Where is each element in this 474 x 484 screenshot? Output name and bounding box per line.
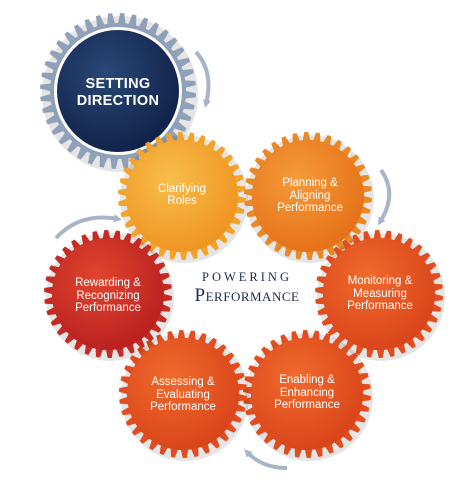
arrow-enabling-to-assessing <box>244 449 288 470</box>
gear-planning-aligning-body <box>252 140 364 252</box>
gear-rewarding-recognizing <box>44 230 174 361</box>
gear-planning-aligning <box>244 132 374 263</box>
gear-enabling-enhancing <box>243 330 373 461</box>
gear-rewarding-recognizing-body <box>52 238 164 350</box>
arrow-planning-to-monitoring <box>377 168 392 226</box>
setting-direction-line-1: SETTING <box>85 76 151 92</box>
setting-direction-label: SETTING DIRECTION <box>62 68 174 118</box>
gear-monitoring-measuring-body <box>323 238 435 350</box>
gear-enabling-enhancing-body <box>251 338 363 450</box>
center-title: POWERING Performance <box>162 269 332 307</box>
gear-clarifying-roles <box>118 132 248 263</box>
gear-assessing-evaluating-body <box>127 338 239 450</box>
setting-direction-line-2: DIRECTION <box>76 93 160 109</box>
center-title-top: POWERING <box>202 270 292 284</box>
gear-setting-direction-body <box>57 30 179 152</box>
gear-clarifying-roles-body <box>126 140 238 252</box>
gear-setting-direction <box>40 13 198 172</box>
arrow-rewarding-to-clarifying <box>54 214 122 240</box>
gear-monitoring-measuring <box>315 230 445 361</box>
center-title-bottom: Performance <box>194 285 300 306</box>
arrow-direction-to-cycle <box>194 50 211 108</box>
gear-assessing-evaluating <box>119 330 249 461</box>
